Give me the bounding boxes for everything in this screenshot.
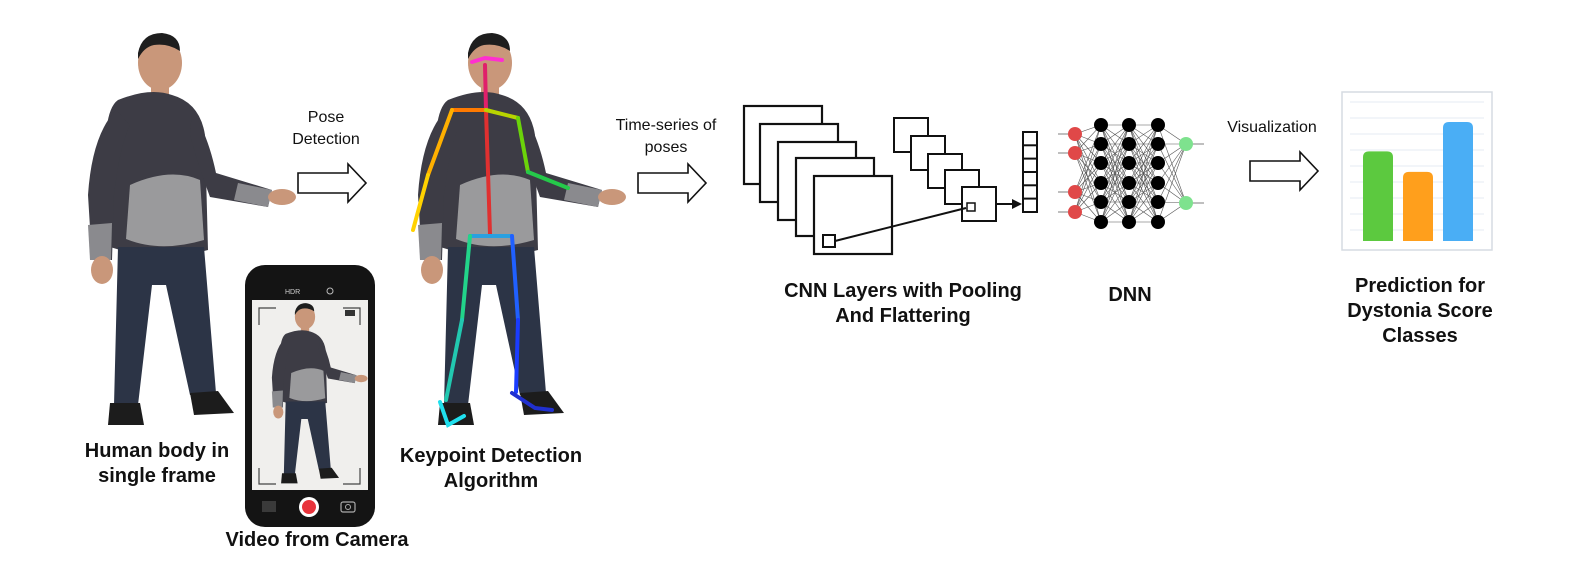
dnn-hidden-node — [1151, 156, 1165, 170]
dnn-edge — [1157, 143, 1187, 203]
label-time-series: Time-series of poses — [615, 117, 717, 156]
dnn-edge — [1128, 162, 1159, 223]
icon-bar-blue — [1443, 121, 1473, 241]
dnn-hidden-node — [1122, 156, 1136, 170]
dnn-hidden-node — [1122, 215, 1136, 229]
dnn-output-node — [1179, 196, 1193, 210]
dnn-edge — [1100, 162, 1130, 223]
phone-camera: HDR — [245, 265, 375, 527]
dnn-hidden-node — [1094, 156, 1108, 170]
dnn-input-node — [1068, 146, 1082, 160]
dnn-edge — [1100, 124, 1130, 184]
dnn-input-node — [1068, 127, 1082, 141]
camera-switch-icon[interactable] — [340, 501, 356, 513]
dnn-edge — [1074, 143, 1102, 213]
dnn-hidden-node — [1122, 195, 1136, 209]
arrow-time-series — [637, 161, 708, 205]
arrow-pose-detection — [297, 161, 368, 205]
cnn-feature-maps — [742, 104, 894, 256]
dnn-edge — [1128, 182, 1159, 223]
dnn-network — [1058, 118, 1204, 229]
dnn-edge — [1074, 162, 1102, 213]
dnn-hidden-node — [1094, 195, 1108, 209]
dnn-edge — [1128, 143, 1159, 223]
dnn-hidden-node — [1122, 118, 1136, 132]
dnn-hidden-node — [1151, 118, 1165, 132]
dnn-input-node — [1068, 185, 1082, 199]
flatten-vector — [1022, 131, 1038, 213]
dnn-edge — [1128, 124, 1159, 164]
arrow-visualization — [1249, 149, 1320, 193]
label-keypoint-detection: Keypoint Detection Algorithm — [399, 445, 583, 492]
dnn-input-node — [1068, 205, 1082, 219]
dnn-hidden-node — [1151, 137, 1165, 151]
dnn-hidden-node — [1094, 137, 1108, 151]
dnn-output-node — [1179, 137, 1193, 151]
dnn-hidden-node — [1151, 176, 1165, 190]
conv-kernel — [822, 234, 836, 248]
icon-bar-orange — [1403, 171, 1433, 241]
dnn-edge — [1157, 143, 1187, 184]
conv-connector — [834, 207, 967, 242]
label-pose-detection: Pose Detection — [292, 109, 360, 148]
dnn-edge — [1074, 124, 1102, 193]
keypoint-person-image — [418, 33, 626, 425]
dnn-edge — [1100, 124, 1130, 203]
pose-skeleton — [411, 55, 570, 428]
label-cnn-layers: CNN Layers with Pooling And Flattering — [784, 280, 1022, 327]
dnn-hidden-node — [1094, 215, 1108, 229]
pool-kernel — [966, 202, 976, 212]
record-button[interactable] — [302, 500, 316, 514]
dnn-edge — [1100, 143, 1130, 223]
dnn-hidden-node — [1151, 215, 1165, 229]
label-visualization: Visualization — [1227, 119, 1317, 136]
label-dnn: DNN — [1108, 284, 1152, 306]
label-prediction: Prediction for Dystonia Score Classes — [1347, 275, 1493, 347]
dnn-edge — [1128, 124, 1159, 203]
gallery-thumbnail[interactable] — [262, 501, 276, 512]
label-human-body: Human body in single frame — [84, 440, 230, 487]
dnn-hidden-node — [1094, 176, 1108, 190]
pooling-maps — [893, 117, 997, 222]
dnn-edge — [1128, 124, 1159, 184]
dnn-edge — [1100, 124, 1130, 164]
dnn-edge — [1100, 182, 1130, 223]
dnn-hidden-node — [1122, 137, 1136, 151]
dnn-hidden-node — [1122, 176, 1136, 190]
label-video-camera: Video from Camera — [225, 529, 409, 551]
dnn-hidden-node — [1151, 195, 1165, 209]
hdr-text: HDR — [285, 289, 300, 296]
dnn-edge — [1157, 143, 1187, 223]
dnn-hidden-node — [1094, 118, 1108, 132]
bar-chart-icon — [1341, 91, 1493, 251]
icon-bar-green — [1363, 151, 1393, 241]
